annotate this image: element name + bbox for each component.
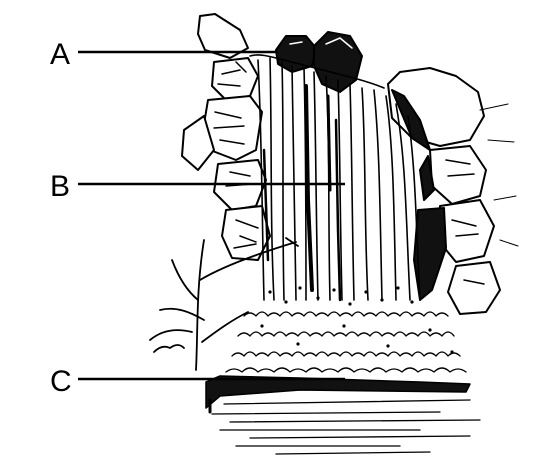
label-b: B xyxy=(50,170,70,203)
pool-water-ripples xyxy=(211,399,481,455)
label-c: C xyxy=(50,365,72,398)
bush-branches xyxy=(149,237,299,371)
falling-water xyxy=(249,54,421,302)
right-rock-wall xyxy=(387,67,519,315)
pool-bank xyxy=(205,375,471,414)
label-a: A xyxy=(50,38,70,71)
leader-lines xyxy=(78,50,345,381)
splash-foam xyxy=(225,311,467,373)
waterfall-illustration xyxy=(149,13,519,455)
splash-droplets xyxy=(260,286,454,354)
